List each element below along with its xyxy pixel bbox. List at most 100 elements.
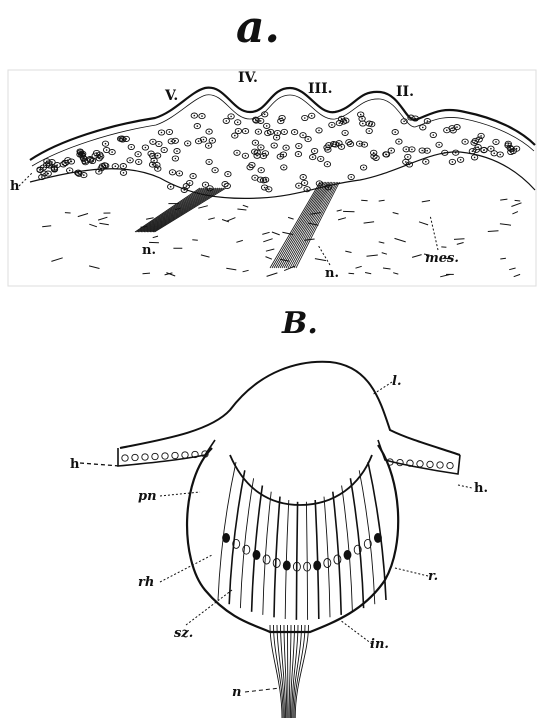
nucleolus [314,150,316,152]
mesenchyme-dash [143,273,151,274]
surface-cell [447,462,453,468]
nucleolus [121,138,123,140]
nucleolus [214,169,216,171]
gustatory-cell-nucleus [344,550,351,559]
gustatory-cell-nucleus [273,559,280,568]
nucleolus [283,167,285,169]
mesenchyme-dash [419,222,428,225]
mesenchyme-dash [356,266,362,268]
nerve-stalk [270,625,309,718]
nucleolus [258,131,260,133]
gustatory-cell-fiber [350,478,363,608]
nucleolus [283,154,285,156]
nucleolus [304,182,306,184]
nucleolus [138,161,140,163]
nucleolus [175,158,177,160]
gustatory-cell-nucleus [374,533,381,542]
nucleolus [427,120,429,122]
nucleolus [267,132,269,134]
nucleolus [344,132,346,134]
nucleolus [409,164,411,166]
nucleolus [264,114,266,116]
nucleolus [157,155,159,157]
mesenchyme-dash [42,226,51,227]
nucleolus [254,177,256,179]
nucleolus [339,122,341,124]
nucleolus [302,176,304,178]
nucleolus [273,145,275,147]
mesenchyme-dash [382,253,387,255]
nucleolus [359,143,361,145]
label-a-n-right: n. [325,266,339,281]
nucleolus [46,161,48,163]
label-a-h: h [10,179,20,194]
nerve-fiber [147,188,216,232]
gustatory-cell-fiber [263,492,271,615]
nucleolus [493,153,495,155]
surface-cell [172,452,178,458]
gustatory-cell-fiber [368,462,386,600]
nucleolus [47,173,49,175]
nucleolus [123,165,125,167]
nerve-fiber [138,188,204,232]
label-a-mes: mes. [425,251,459,266]
nucleolus [363,167,365,169]
nucleolus [444,152,446,154]
nucleolus [111,151,113,153]
mesenchyme-dash [364,222,375,223]
nucleolus [158,143,160,145]
nucleolus [398,141,400,143]
mesenchyme-dash [262,232,269,234]
nucleolus [298,145,300,147]
mesenchyme-dash [304,239,314,240]
gustatory-cell-fiber [333,492,341,615]
mesenchyme-dash [78,214,88,217]
surface-cell [142,454,148,460]
nucleolus [157,168,159,170]
mesenchyme-dash [345,251,351,252]
nucleolus [483,149,485,151]
nucleolus [234,135,236,137]
mesenchyme-dash [379,242,385,243]
nucleolus [490,148,492,150]
nucleolus [407,156,409,158]
gustatory-cell-fiber [274,497,280,618]
mesenchyme-dash [266,257,272,260]
surface-cell [152,453,158,459]
nucleolus [260,147,262,149]
surface-cell [437,462,443,468]
nucleolus [338,142,340,144]
mesenchyme-dash [99,223,108,225]
nucleolus [201,115,203,117]
mesenchyme-dash [146,218,154,220]
nucleolus [320,158,322,160]
nucleolus [129,160,131,162]
nucleolus [276,137,278,139]
nucleolus [194,115,196,117]
mesenchyme-dash [315,259,326,261]
nucleolus [99,154,101,156]
nucleolus [104,165,106,167]
nucleolus [255,120,257,122]
nucleolus [106,149,108,151]
nucleolus [255,142,257,144]
figure-b-taste-bud: l. h h. pn r. rh sz. in. n [70,362,488,718]
nucleolus [98,171,100,173]
surface-cell [417,461,423,467]
nucleolus [265,153,267,155]
mesenchyme-dash [338,218,346,220]
mesenchyme-dash [349,273,355,274]
mesenchyme-dash [379,200,385,201]
nucleolus [161,132,163,134]
nucleolus [362,123,364,125]
mesenchyme-dash [243,205,248,207]
nucleolus [205,184,207,186]
nucleolus [405,149,407,151]
mesenchyme-dash [337,210,342,211]
nucleolus [237,122,239,124]
nucleolus [361,118,363,120]
gustatory-cells [218,462,386,620]
label-b-sz: sz. [174,626,193,641]
